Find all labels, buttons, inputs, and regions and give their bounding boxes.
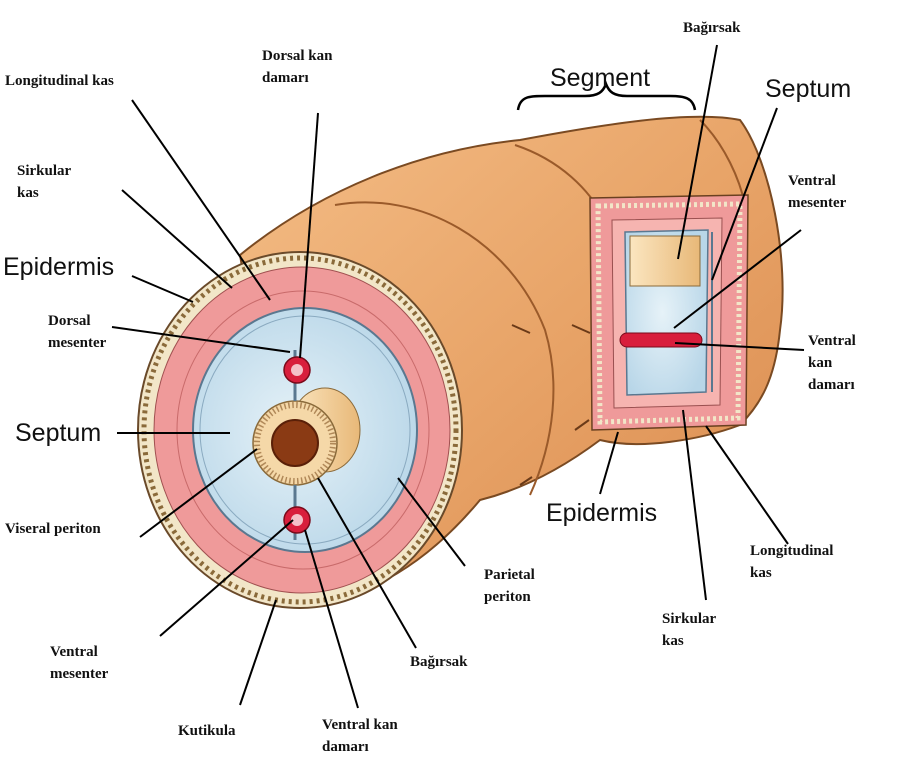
label-kutikula: Kutikula — [178, 723, 236, 739]
label-parietal-periton: Parietal periton — [484, 564, 535, 608]
label-line: Ventral — [808, 333, 856, 349]
label-line: Ventral — [50, 644, 98, 660]
segment-brace — [516, 80, 697, 111]
label-longitudinal-kas-right: Longitudinal kas — [750, 540, 833, 584]
leader-lines — [111, 44, 805, 709]
label-ventral-kan-damari-right: Ventral kan damarı — [808, 330, 856, 396]
label-line: Sirkular — [17, 163, 72, 179]
label-ventral-kan-damari-bottom: Ventral kan damarı — [322, 714, 398, 758]
label-epidermis-left: Epidermis — [3, 253, 115, 281]
label-viseral-periton: Viseral periton — [5, 521, 101, 537]
label-ventral-mesenter-right: Ventral mesenter — [788, 170, 846, 214]
label-epidermis-right: Epidermis — [546, 499, 658, 527]
label-line: Parietal — [484, 567, 535, 583]
segment-groove — [334, 201, 555, 496]
label-line: damarı — [262, 70, 309, 86]
label-line: Longitudinal — [750, 543, 834, 559]
label-dorsal-mesenter: Dorsal mesenter — [48, 310, 106, 354]
cross-section-face — [137, 251, 463, 609]
label-septum-left: Septum — [15, 419, 102, 447]
label-sirkular-kas-left: Sirkular kas — [17, 160, 71, 204]
label-longitudinal-kas-left: Longitudinal kas — [5, 73, 114, 89]
label-line: mesenter — [788, 195, 847, 211]
label-dorsal-kan-damari-top: Dorsal kan damarı — [262, 45, 332, 89]
cutaway-window — [589, 194, 749, 431]
label-ventral-mesenter-left: Ventral mesenter — [50, 641, 108, 685]
label-line: kas — [662, 633, 684, 649]
setae — [511, 324, 591, 486]
label-line: Sirkular — [662, 611, 717, 627]
label-sirkular-kas-right: Sirkular kas — [662, 608, 716, 652]
label-line: mesenter — [50, 666, 109, 682]
label-line: Dorsal kan — [262, 48, 333, 64]
label-line: kas — [750, 565, 772, 581]
label-line: periton — [484, 589, 531, 605]
label-line: kan — [808, 355, 833, 371]
label-line: damarı — [322, 739, 369, 755]
label-septum-right: Septum — [765, 75, 852, 103]
label-line: Ventral kan — [322, 717, 398, 733]
label-bagirsak-bottom: Bağırsak — [410, 654, 468, 670]
label-line: damarı — [808, 377, 855, 393]
label-line: mesenter — [48, 335, 107, 351]
label-segment: Segment — [550, 64, 651, 92]
label-line: Dorsal — [48, 313, 91, 329]
label-bagirsak-top: Bağırsak — [683, 20, 741, 36]
label-line: Ventral — [788, 173, 836, 189]
label-line: kas — [17, 185, 39, 201]
